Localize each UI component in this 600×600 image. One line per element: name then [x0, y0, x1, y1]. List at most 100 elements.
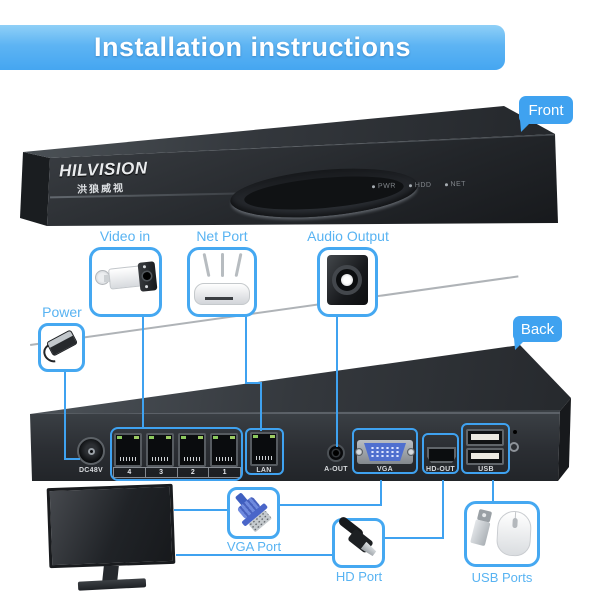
title-banner: Installation instructions [0, 25, 505, 70]
speaker-cone [341, 274, 353, 286]
vga-label: VGA [376, 466, 394, 473]
power-callout-box [38, 323, 85, 372]
callout-line-audio-output [336, 316, 338, 447]
hd-port-callout-box [332, 515, 385, 568]
usb-ports-outline [461, 423, 510, 474]
brand-logo: HILVISION [58, 158, 148, 181]
poe-number: 4 [127, 469, 132, 476]
audio-out-label: A-OUT [324, 466, 348, 473]
hdmi-cable-icon [337, 515, 381, 565]
led-label: PWR [377, 182, 396, 191]
vga-port-outline [352, 428, 418, 474]
callout-line-net-port [245, 382, 262, 384]
vga-connector-icon [228, 488, 280, 540]
callout-line-video-in [142, 316, 144, 429]
line-usb-box-to-port [492, 480, 494, 503]
poe-port-3 [146, 433, 174, 467]
power-adapter-icon [39, 326, 82, 369]
dc-power-jack [77, 437, 105, 465]
router-body [194, 283, 250, 305]
back-view-bubble: Back [513, 316, 562, 342]
monitor-stand-base [77, 578, 147, 591]
line-monitor-to-vga [174, 509, 228, 511]
led-dot-icon [371, 185, 376, 189]
lan-label: LAN [256, 467, 272, 474]
vga-connector [357, 440, 413, 464]
page-title: Installation instructions [93, 32, 412, 62]
hd-out-label: HD-OUT [425, 466, 456, 473]
front-panel-swoosh [228, 161, 420, 225]
usb-drive-body [470, 519, 491, 547]
front-led-indicators: PWR HDD NET [371, 181, 466, 191]
poe-number: 3 [144, 468, 177, 477]
front-device-left-face [20, 152, 50, 226]
front-view-bubble-label: Front [528, 101, 564, 119]
led-dot-icon [444, 183, 448, 187]
router-icon [190, 250, 254, 314]
vga-screw [355, 448, 363, 456]
poe-ports-outline [110, 427, 243, 481]
camera-icon [92, 250, 159, 314]
led-net: NET [444, 181, 466, 189]
lan-port [250, 432, 278, 466]
callout-line-power [64, 371, 66, 460]
video-in-label: Video in [99, 228, 151, 244]
audio-output-callout-box [317, 247, 378, 317]
front-view-bubble: Front [519, 96, 573, 124]
brand-logo-chinese: 洪狼威视 [76, 183, 126, 196]
monitor-icon [45, 483, 179, 594]
vga-port-callout-box [227, 487, 280, 539]
usb-label: USB [478, 466, 494, 473]
mouse-scroll-wheel [512, 517, 518, 529]
hd-out-outline [422, 433, 459, 474]
usb-port-top [466, 429, 504, 446]
vga-screw [407, 448, 415, 456]
panel-hole [513, 430, 517, 434]
poe-port-2 [178, 433, 206, 467]
poe-number: 1 [208, 468, 240, 477]
router-antenna [221, 253, 224, 277]
panel-screw [509, 442, 519, 452]
led-power: PWR [371, 182, 396, 191]
back-device-edge-highlight [30, 412, 560, 414]
poe-port-numbers: 4 3 2 1 [113, 467, 241, 478]
led-hdd: HDD [408, 181, 432, 190]
usb-ports-callout-box [464, 501, 540, 567]
line-hd-box-to-port [442, 480, 444, 539]
back-device-top-face [30, 345, 571, 414]
vga-pins [370, 446, 400, 458]
audio-output-label: Audio Output [307, 228, 389, 244]
speaker-icon [320, 250, 375, 314]
led-dot-icon [408, 184, 412, 188]
speaker-driver [332, 265, 362, 295]
back-device-right-face [558, 398, 571, 481]
poe-port-4 [114, 433, 142, 467]
monitor-screen [46, 483, 176, 569]
line-vga-box-to-port [380, 480, 382, 506]
usb-port-bottom [466, 448, 504, 465]
net-port-label: Net Port [196, 228, 248, 244]
power-label: Power [42, 304, 82, 320]
mouse-icon [495, 510, 533, 557]
video-in-callout-box [89, 247, 162, 317]
camera-lens [137, 261, 158, 292]
hdmi-port [427, 447, 456, 463]
vga-port-label: VGA Port [226, 539, 282, 554]
poe-port-1 [210, 433, 238, 467]
speaker-cabinet [327, 255, 368, 305]
line-vga-box-to-port [279, 504, 382, 506]
usb-drive-icon [469, 508, 495, 547]
hd-port-label: HD Port [335, 569, 383, 584]
line-monitor-to-hd [176, 554, 333, 556]
router-antenna [234, 252, 243, 278]
router-antenna [202, 252, 211, 278]
callout-line-net-port [245, 316, 247, 384]
net-port-callout-box [187, 247, 257, 317]
line-hd-box-to-port [384, 537, 444, 539]
led-label: NET [450, 180, 467, 189]
back-view-bubble-label: Back [520, 320, 555, 338]
led-label: HDD [414, 181, 432, 190]
poe-number: 2 [176, 468, 209, 477]
callout-line-net-port [260, 382, 262, 431]
